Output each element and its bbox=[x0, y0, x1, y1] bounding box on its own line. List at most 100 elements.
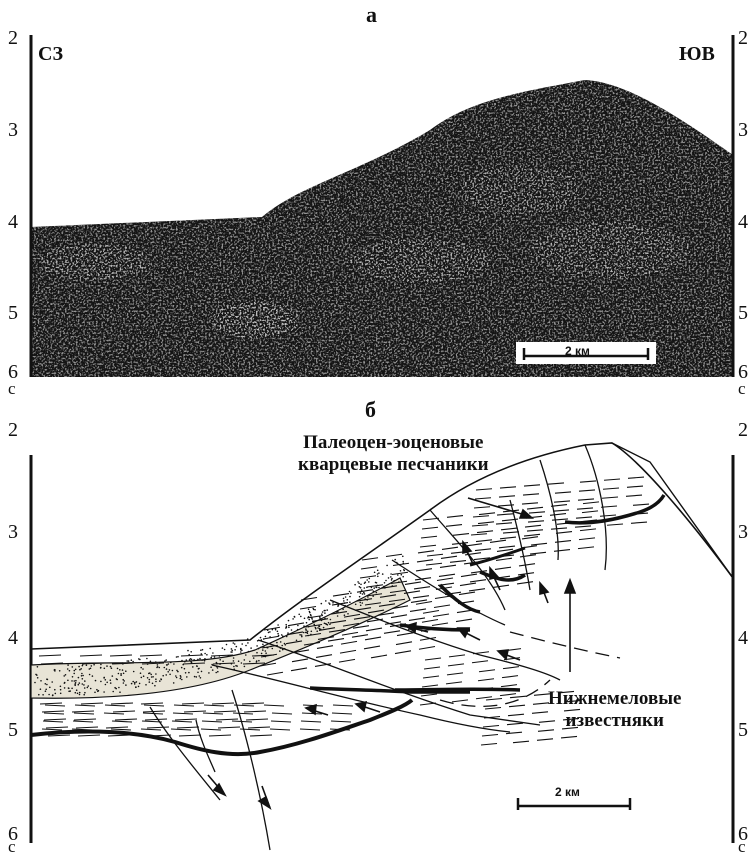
stipple-dot bbox=[72, 676, 74, 678]
stipple-dot bbox=[34, 682, 36, 684]
strata-dash bbox=[78, 735, 100, 736]
stipple-dot bbox=[272, 648, 274, 650]
stipple-dot bbox=[201, 671, 203, 673]
stipple-dot bbox=[268, 632, 270, 634]
stipple-dot bbox=[244, 659, 246, 661]
strata-dash bbox=[405, 582, 421, 585]
strata-dash bbox=[246, 719, 268, 720]
stipple-dot bbox=[279, 650, 281, 652]
stipple-dot bbox=[177, 671, 179, 673]
a-left-tick-4: 4 bbox=[8, 212, 18, 232]
stipple-dot bbox=[210, 666, 212, 668]
stipple-dot bbox=[364, 593, 366, 595]
stipple-dot bbox=[231, 650, 233, 652]
strata-dash bbox=[341, 641, 357, 644]
stipple-dot bbox=[149, 679, 151, 681]
stipple-dot bbox=[45, 683, 47, 685]
stipple-dot bbox=[256, 645, 258, 647]
stipple-dot bbox=[357, 581, 359, 583]
strata-dash bbox=[448, 664, 464, 666]
strata-dash bbox=[424, 667, 440, 669]
strata-dash bbox=[604, 479, 620, 480]
stipple-dot bbox=[314, 609, 316, 611]
strata-dash bbox=[291, 668, 307, 671]
stipple-dot bbox=[81, 675, 83, 677]
stipple-dot bbox=[159, 667, 161, 669]
stipple-dot bbox=[159, 680, 161, 682]
stipple-dot bbox=[117, 668, 119, 670]
strata-dash bbox=[181, 655, 203, 656]
stipple-dot bbox=[100, 681, 102, 683]
stipple-dot bbox=[165, 659, 167, 661]
stipple-dot bbox=[349, 596, 351, 598]
stipple-dot bbox=[55, 693, 57, 695]
strata-dash bbox=[503, 667, 519, 669]
strata-dash bbox=[46, 727, 68, 728]
stipple-dot bbox=[110, 666, 112, 668]
strata-dash bbox=[435, 596, 451, 599]
strata-dash bbox=[633, 504, 649, 505]
stipple-dot bbox=[377, 576, 379, 578]
stipple-dot bbox=[368, 581, 370, 583]
strata-dash bbox=[270, 729, 290, 730]
stipple-dot bbox=[362, 593, 364, 595]
stipple-dot bbox=[196, 676, 198, 678]
strata-dash bbox=[271, 721, 291, 722]
strata-dash bbox=[499, 496, 515, 497]
strata-dash bbox=[441, 556, 457, 558]
strata-dash bbox=[40, 703, 62, 704]
stipple-dot bbox=[344, 614, 346, 616]
strata-dash bbox=[397, 633, 413, 636]
strata-dash bbox=[340, 650, 356, 653]
strata-dash bbox=[497, 514, 513, 515]
stipple-dot bbox=[162, 675, 164, 677]
stipple-dot bbox=[150, 674, 152, 676]
stipple-dot bbox=[287, 632, 289, 634]
strata-dash bbox=[531, 543, 547, 545]
stipple-dot bbox=[286, 636, 288, 638]
stipple-dot bbox=[42, 694, 44, 696]
stipple-dot bbox=[180, 676, 182, 678]
stipple-dot bbox=[322, 611, 324, 613]
strata-dash bbox=[74, 719, 96, 720]
stipple-dot bbox=[193, 659, 195, 661]
stipple-dot bbox=[125, 670, 127, 672]
strata-dash bbox=[182, 703, 204, 704]
strata-dash bbox=[302, 713, 322, 714]
stipple-dot bbox=[325, 600, 327, 602]
stipple-dot bbox=[234, 649, 236, 651]
stipple-dot bbox=[345, 596, 347, 598]
stipple-dot bbox=[309, 612, 311, 614]
strata-dash bbox=[174, 705, 194, 706]
stipple-dot bbox=[200, 649, 202, 651]
strata-dash bbox=[44, 719, 66, 720]
stipple-dot bbox=[120, 673, 122, 675]
stipple-dot bbox=[142, 668, 144, 670]
stipple-dot bbox=[258, 660, 260, 662]
stipple-dot bbox=[358, 583, 360, 585]
stipple-dot bbox=[214, 656, 216, 658]
strata-dash bbox=[472, 525, 488, 526]
a-left-unit: с bbox=[8, 380, 16, 397]
strata-dash bbox=[339, 659, 355, 662]
stipple-dot bbox=[139, 683, 141, 685]
strata-dash bbox=[392, 572, 408, 574]
stipple-dot bbox=[169, 669, 171, 671]
stipple-dot bbox=[176, 677, 178, 679]
stipple-dot bbox=[198, 668, 200, 670]
strata-dash bbox=[396, 642, 412, 645]
stipple-dot bbox=[151, 676, 153, 678]
stipple-dot bbox=[360, 592, 362, 594]
strata-dash bbox=[45, 705, 65, 706]
strata-dash bbox=[466, 544, 482, 546]
stipple-dot bbox=[298, 614, 300, 616]
stipple-dot bbox=[292, 618, 294, 620]
stipple-dot bbox=[307, 631, 309, 633]
limestone-annotation: Нижнемеловые известняки bbox=[548, 688, 681, 732]
stipple-dot bbox=[303, 632, 305, 634]
stipple-dot bbox=[87, 687, 89, 689]
stipple-dot bbox=[253, 657, 255, 659]
strata-dash bbox=[578, 499, 594, 500]
strata-dash bbox=[427, 554, 443, 556]
stipple-dot bbox=[390, 576, 392, 578]
